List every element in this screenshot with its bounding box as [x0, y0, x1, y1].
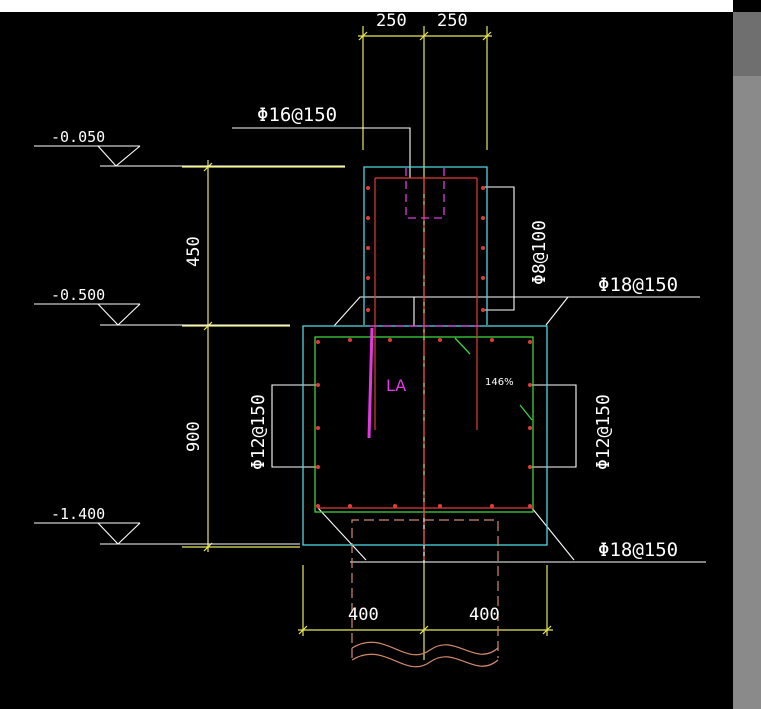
elevation-markers [34, 145, 345, 545]
rebar-stirrup-label: Φ8@100 [529, 220, 550, 285]
dim-bottom-left: 400 [348, 605, 379, 625]
dim-top-right: 250 [437, 11, 468, 31]
anchor-length-bar [367, 327, 374, 439]
rebar-bottom-mesh-label: Φ18@150 [598, 539, 678, 561]
dim-top-left: 250 [376, 11, 407, 31]
pile-outline [351, 519, 499, 668]
right-scrollbar-panel[interactable] [733, 12, 761, 709]
rebar-top-mesh-label: Φ18@150 [598, 274, 678, 296]
magenta-dashed-outline [370, 168, 480, 327]
dimension-lines [182, 26, 553, 660]
elevation-middle-label: -0.500 [51, 286, 105, 304]
dim-upper-height: 450 [184, 236, 204, 267]
elevation-bottom-label: -1.400 [51, 505, 105, 523]
elevation-top-label: -0.050 [51, 128, 105, 146]
rebar-side-right-label: Φ12@150 [593, 394, 614, 470]
dim-bottom-right: 400 [469, 605, 500, 625]
rebar-side-left-label: Φ12@150 [248, 394, 269, 470]
leader-lines [232, 127, 706, 563]
concrete-outline [302, 166, 548, 546]
rebar-top-bar-label: Φ16@150 [257, 104, 337, 126]
rebar-dots [316, 186, 532, 508]
dim-lower-height: 900 [184, 421, 204, 452]
red-rebar [318, 177, 533, 560]
anchor-length-label: LA [386, 376, 406, 395]
labels: 250 250 Φ16@150 Φ18@150 Φ18@150 -0.050 -… [51, 11, 678, 625]
top-white-strip [0, 0, 733, 12]
ratio-label: 146% [485, 377, 514, 388]
right-scrollbar-thumb[interactable] [733, 12, 761, 76]
